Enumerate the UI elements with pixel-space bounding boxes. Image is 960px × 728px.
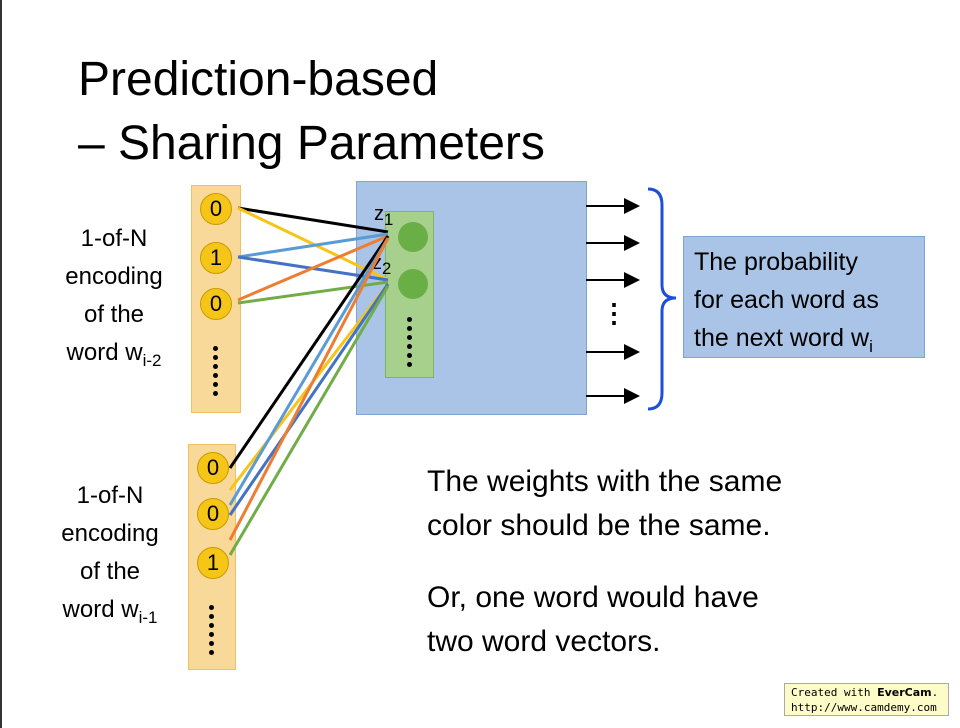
weight-line <box>237 232 389 259</box>
left-border <box>0 0 2 728</box>
weight-line <box>228 235 390 469</box>
weight-line <box>228 283 390 516</box>
input2-node: 0 <box>197 498 229 530</box>
brace-icon <box>647 187 677 411</box>
hidden-node-z2 <box>398 269 428 299</box>
weight-line <box>237 280 389 305</box>
ellipsis-icon <box>407 317 413 371</box>
weight-line <box>228 285 390 556</box>
z2-label: z2 <box>372 252 392 278</box>
input2-vector: 0 0 1 <box>188 444 236 670</box>
input2-node: 1 <box>197 547 229 579</box>
weight-line <box>237 234 389 302</box>
input2-node: 0 <box>197 452 229 484</box>
weight-line <box>228 237 390 541</box>
hidden-layer <box>385 211 434 378</box>
input1-node: 1 <box>200 242 232 274</box>
ellipsis-icon <box>209 605 215 659</box>
ellipsis-icon <box>213 346 219 400</box>
input1-vector: 0 1 0 <box>191 185 241 413</box>
evercam-watermark: Created with EverCam. http://www.camdemy… <box>784 683 949 716</box>
input1-node: 0 <box>200 193 232 225</box>
weight-line <box>228 237 390 506</box>
slide-title-line1: Prediction-based <box>78 53 439 106</box>
weight-line <box>237 206 389 234</box>
output-ellipsis: ⋮ <box>601 298 627 328</box>
hidden-node-z1 <box>398 222 428 252</box>
input1-node: 0 <box>200 288 232 320</box>
z1-label: z1 <box>374 203 394 229</box>
slide-title-line2: – Sharing Parameters <box>78 117 545 170</box>
